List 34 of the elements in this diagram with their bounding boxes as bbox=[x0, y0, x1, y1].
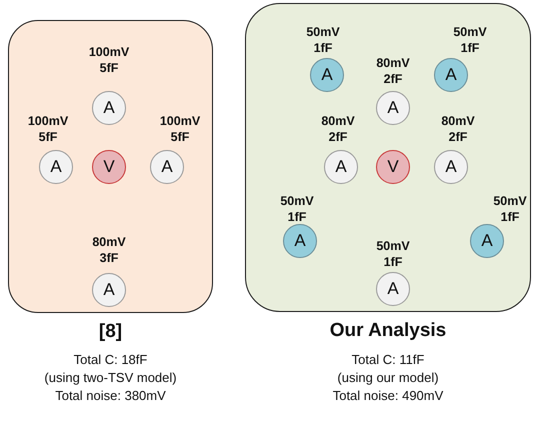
panel-heading: Our Analysis bbox=[328, 320, 448, 342]
value-label: 50mV 1fF bbox=[306, 25, 340, 56]
value-label: 50mV 1fF bbox=[453, 25, 487, 56]
circle-node: A bbox=[376, 91, 410, 125]
value-label: 50mV 1fF bbox=[280, 194, 314, 226]
circle-node: A bbox=[150, 150, 184, 184]
value-label: 80mV 2fF bbox=[441, 114, 475, 146]
panel-heading: [8] bbox=[98, 321, 124, 343]
circle-node: A bbox=[39, 150, 73, 184]
note-text: Total C: 18fF bbox=[74, 352, 148, 368]
value-label: 100mV 5fF bbox=[28, 114, 68, 146]
note-text: Total noise: 490mV bbox=[332, 388, 444, 404]
circle-node: A bbox=[376, 272, 410, 306]
circle-node: A bbox=[434, 150, 468, 184]
value-label: 80mV 3fF bbox=[92, 235, 126, 266]
value-label: 100mV 5fF bbox=[160, 114, 200, 146]
note-text: Total noise: 380mV bbox=[55, 388, 166, 404]
circle-node: A bbox=[92, 273, 126, 307]
value-label: 100mV 5fF bbox=[88, 45, 130, 76]
note-text: Total C: 11fF bbox=[352, 352, 424, 368]
circle-node: A bbox=[283, 224, 317, 258]
circle-node: A bbox=[92, 91, 126, 125]
value-label: 80mV 2fF bbox=[321, 114, 355, 146]
value-label: 50mV 1fF bbox=[376, 239, 410, 270]
note-text: (using two-TSV model) bbox=[44, 370, 177, 386]
note-text: (using our model) bbox=[337, 370, 439, 386]
circle-node: V bbox=[376, 150, 410, 184]
circle-node: V bbox=[92, 150, 126, 184]
value-label: 50mV 1fF bbox=[493, 194, 527, 226]
circle-node: A bbox=[470, 224, 504, 258]
circle-node: A bbox=[324, 150, 358, 184]
circle-node: A bbox=[310, 58, 344, 92]
value-label: 80mV 2fF bbox=[376, 56, 410, 88]
circle-node: A bbox=[434, 58, 468, 92]
